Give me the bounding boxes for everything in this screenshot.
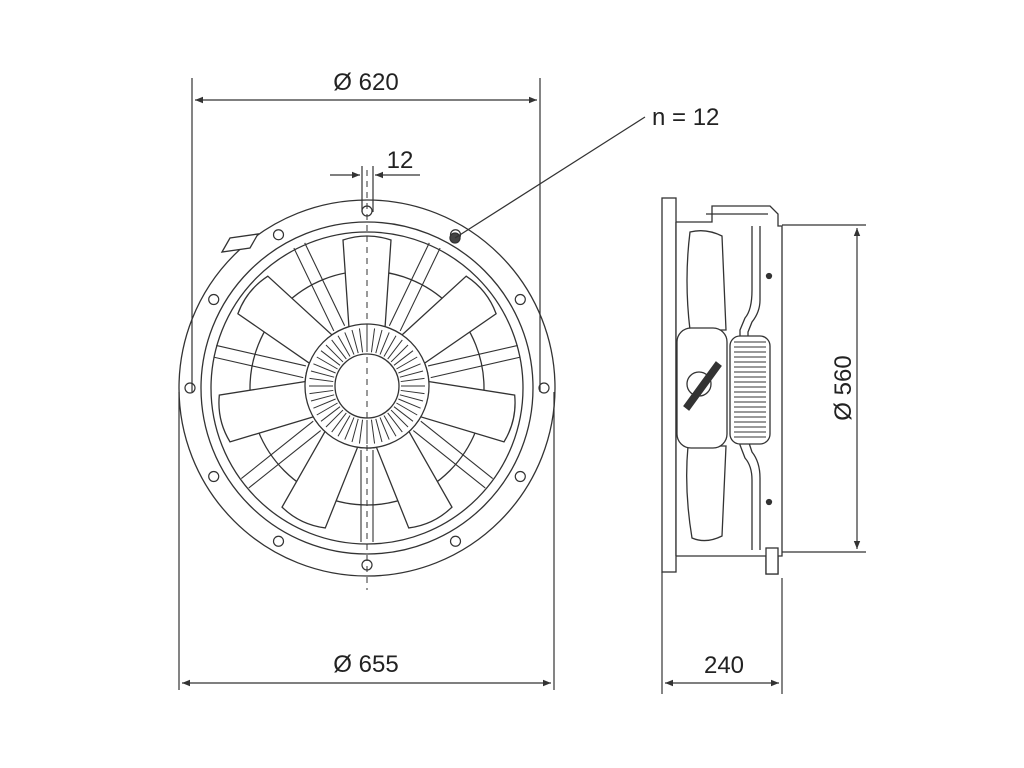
mounting-hole <box>208 470 220 483</box>
fan-blade <box>400 275 497 365</box>
leader-hole-count <box>454 116 646 239</box>
dimension-240 <box>661 572 783 694</box>
hub-fin <box>399 394 424 402</box>
hub-fin <box>398 363 421 374</box>
mounting-hole <box>514 293 526 306</box>
hub-fin <box>370 328 376 353</box>
hub-fin <box>316 356 338 370</box>
mounting-hole <box>449 535 462 547</box>
hub-fin <box>383 415 397 437</box>
guard-spoke <box>420 420 494 480</box>
hub-fin <box>310 394 335 402</box>
hub-fin <box>387 339 403 360</box>
hub-fin <box>400 389 425 395</box>
hub-fin <box>331 339 347 360</box>
side-motor-fins <box>734 341 766 438</box>
label-diameter-655: Ø 655 <box>333 651 398 678</box>
hub-fin <box>310 370 335 378</box>
hub-fin <box>320 350 341 366</box>
mounting-hole <box>208 293 220 306</box>
hub-fin <box>396 402 418 416</box>
hub-fin <box>375 329 383 354</box>
side-view <box>661 197 783 575</box>
guard-spoke <box>293 247 335 332</box>
hub-fin <box>337 335 351 357</box>
hub-fin <box>379 417 390 440</box>
mounting-hole <box>272 229 285 241</box>
label-depth-240: 240 <box>704 652 744 679</box>
label-hole-width: 12 <box>387 147 414 174</box>
guard-spoke <box>427 344 518 367</box>
hub-fin <box>396 356 418 370</box>
hub-fin <box>393 406 414 422</box>
hub-fin <box>337 415 351 437</box>
guard-spoke <box>412 430 486 489</box>
mounting-hole <box>514 470 526 483</box>
label-hole-count: n = 12 <box>652 104 719 131</box>
side-right-lug <box>765 547 779 575</box>
side-blade-upper <box>686 230 727 331</box>
hub-fin <box>325 344 344 363</box>
guard-spoke <box>248 430 322 489</box>
guard-spoke <box>388 242 430 326</box>
hub-center <box>334 353 400 419</box>
guard-spoke <box>240 420 314 480</box>
guard-spoke <box>399 247 441 332</box>
hub-fin <box>375 418 383 443</box>
hub-fin <box>325 409 344 428</box>
hub-fin <box>399 370 424 378</box>
mounting-hole <box>538 382 550 394</box>
dimension-12 <box>330 166 420 212</box>
hub-fin <box>313 363 336 374</box>
hub-fin <box>313 398 336 409</box>
hub-fin <box>398 398 421 409</box>
label-diameter-560: Ø 560 <box>830 355 857 420</box>
fan-blade <box>418 380 516 443</box>
hub-fin <box>351 418 359 443</box>
hub-fin <box>400 377 425 383</box>
hub-fin <box>309 377 334 383</box>
hub-fin <box>393 350 414 366</box>
mounting-hole <box>184 382 196 394</box>
guard-spoke <box>430 356 521 379</box>
label-diameter-620: Ø 620 <box>333 69 398 96</box>
hub-cooling-fins <box>309 328 425 444</box>
hub-fin <box>358 419 364 444</box>
fan-blade <box>375 429 453 529</box>
hub-fin <box>390 344 409 363</box>
hub-fin <box>309 389 334 395</box>
hub-fin <box>351 329 359 354</box>
hub-fin <box>387 412 403 433</box>
mounting-hole <box>272 535 285 547</box>
hub-fin <box>344 332 355 355</box>
hub-fin <box>316 402 338 416</box>
hub-fin <box>344 417 355 440</box>
guard-spoke <box>304 242 346 326</box>
hub-fin <box>331 412 347 433</box>
hub-fin <box>370 419 376 444</box>
hub-fin <box>383 335 397 357</box>
guard-spoke <box>216 344 307 367</box>
guard-spoke <box>213 356 304 379</box>
dimension-620 <box>191 78 541 392</box>
hub-fin <box>379 332 390 355</box>
dimension-560 <box>782 224 866 553</box>
fan-blade <box>237 275 334 365</box>
side-hub-key <box>683 361 722 411</box>
hub-fin <box>320 406 341 422</box>
side-blade-lower <box>686 445 727 542</box>
dimension-655 <box>178 392 555 690</box>
hub-fin <box>358 328 364 353</box>
hub-fin <box>390 409 409 428</box>
fan-blade <box>281 429 359 529</box>
fan-blade <box>218 380 316 443</box>
side-left-flange <box>661 197 677 573</box>
flange-lug <box>220 233 260 253</box>
front-view <box>178 170 556 590</box>
